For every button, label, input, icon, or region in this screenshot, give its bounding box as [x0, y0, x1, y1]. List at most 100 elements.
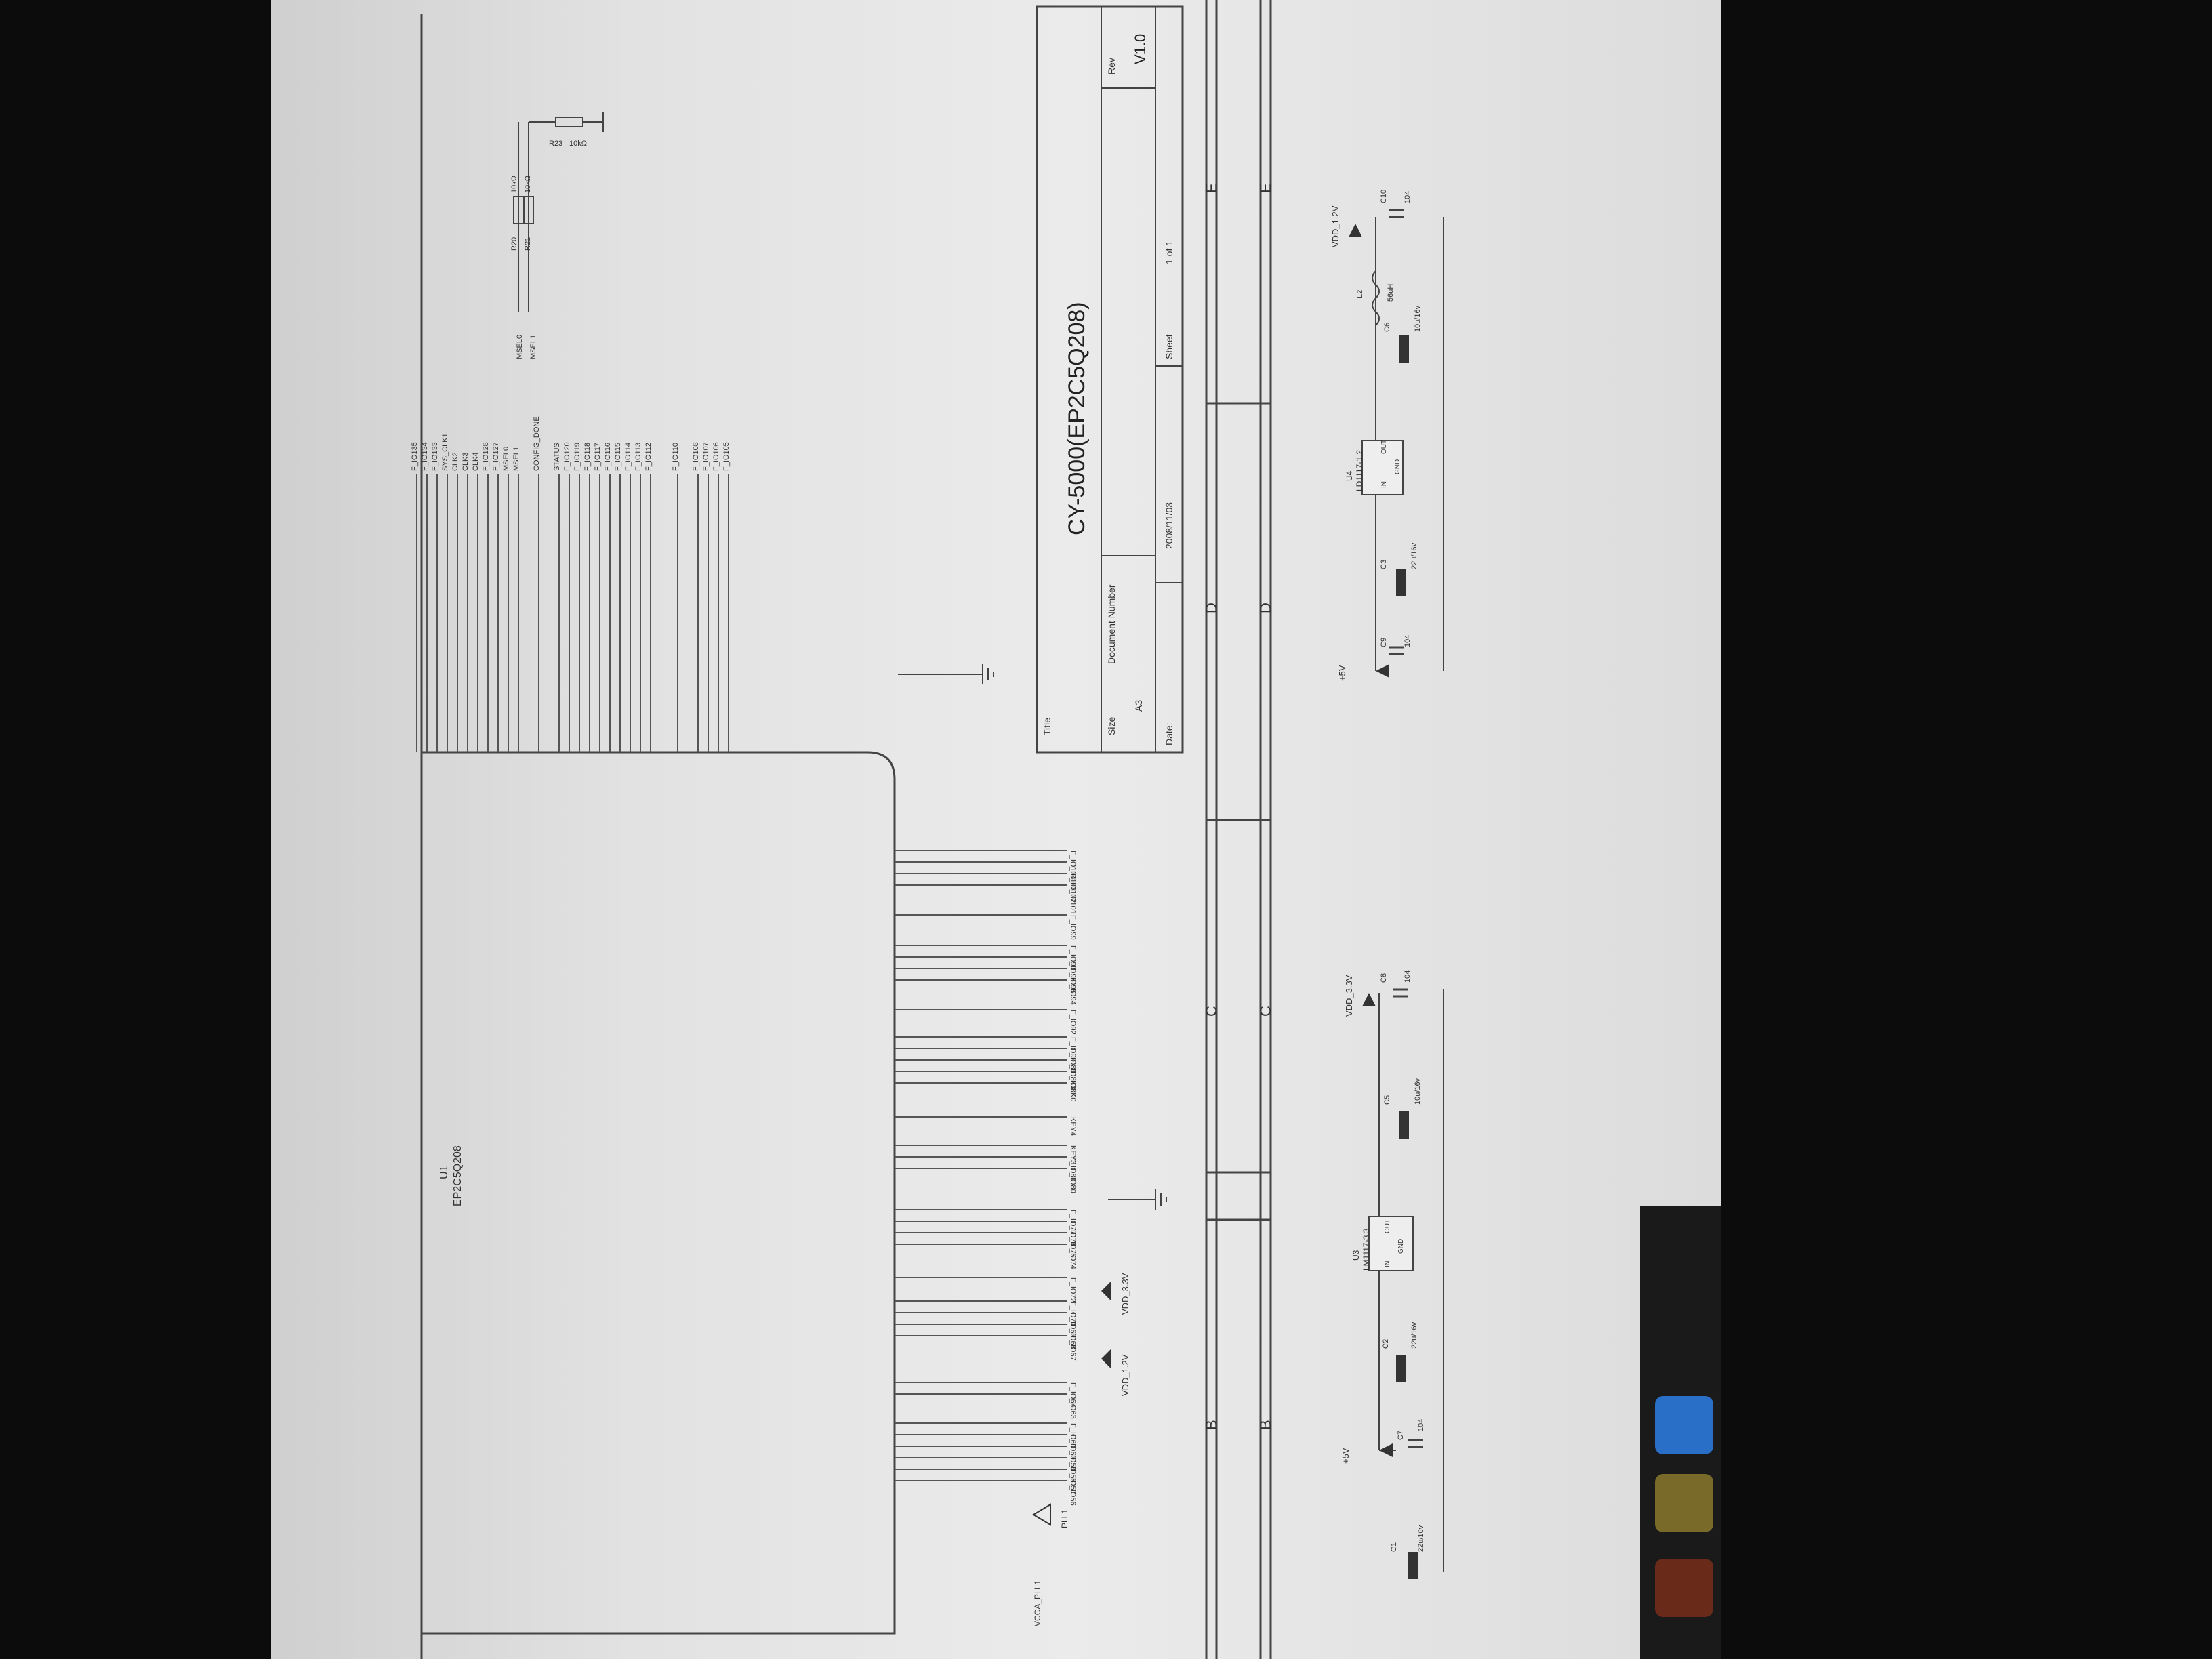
date-value: 2008/11/03 — [1164, 502, 1174, 549]
ground-symbol — [898, 664, 994, 684]
capacitor-c3: C3 22u/16v — [1380, 542, 1418, 596]
vdd33-arrow — [1362, 993, 1376, 1006]
net-label: F_IO119 — [573, 443, 581, 471]
schematic-canvas: B B C C D D E E Title CY-5000(EP2C5Q208)… — [411, 0, 1444, 1659]
inductor-ref: L2 — [1356, 290, 1364, 298]
net-label: SYS_CLK1 — [441, 433, 449, 471]
vdd12-arrow — [1349, 224, 1362, 237]
bottom-pin-bus — [895, 850, 1067, 1481]
resistor-ref: R23 — [549, 140, 562, 148]
cap-value: 22u/16v — [1410, 1322, 1418, 1349]
net-label: F_IO97 — [1069, 945, 1077, 970]
zone-letter: D — [1203, 602, 1220, 613]
taskbar-app-icon[interactable] — [1655, 1396, 1713, 1454]
plus5v-label: +5V — [1337, 665, 1347, 681]
net-label: CONFIG_DONE — [533, 416, 541, 471]
u4-gnd-pin: GND — [1394, 459, 1401, 474]
u4-ref: U4 — [1345, 470, 1354, 481]
date-label: Date: — [1164, 723, 1174, 745]
u3-in-pin: IN — [1384, 1261, 1391, 1267]
net-label: F_IO102 — [1069, 874, 1077, 903]
net-label: F_IO80 — [1069, 1168, 1077, 1193]
u4-out-pin: OUT — [1380, 440, 1388, 454]
cap-value: 22u/16v — [1410, 542, 1418, 569]
net-label: CLK3 — [462, 452, 470, 471]
cap-value: 104 — [1404, 970, 1412, 983]
zone-letter: D — [1257, 602, 1274, 613]
capacitor-c7: C7 104 — [1397, 1419, 1425, 1448]
net-label: MSEL0 — [502, 447, 510, 471]
cap-value: 104 — [1404, 191, 1412, 203]
net-label: STATUS — [553, 443, 561, 471]
net-label: F_IO99 — [1069, 915, 1077, 940]
net-label: F_IO90 — [1069, 1037, 1077, 1062]
inductor-value: 56uH — [1387, 284, 1395, 302]
resistor-value: 10kΩ — [569, 140, 587, 148]
u3-gnd-pin: GND — [1397, 1239, 1405, 1254]
net-label: F_IO88 — [1069, 1060, 1077, 1085]
net-label: F_IO120 — [563, 442, 571, 471]
cap-value: 22u/16v — [1417, 1525, 1425, 1552]
net-label: F_IO106 — [712, 442, 720, 471]
cap-ref: C9 — [1380, 638, 1388, 647]
size-label: Size — [1106, 717, 1117, 735]
net-label: CLK4 — [472, 452, 480, 471]
title-value: CY-5000(EP2C5Q208) — [1064, 302, 1090, 535]
document-number-label: Document Number — [1106, 584, 1117, 664]
bottom-net-labels: F_IO104 F_IO103 F_IO102 F_IO101 F_IO99 F… — [1069, 851, 1077, 1506]
net-label: F_IO95 — [1069, 968, 1077, 994]
sheet-value: 1 of 1 — [1164, 241, 1174, 264]
sheet-frame — [420, 0, 1272, 1659]
monitor-screen: B B C C D D E E Title CY-5000(EP2C5Q208)… — [271, 0, 1721, 1659]
msel-resistors — [513, 112, 604, 312]
net-label: F_IO64 — [1069, 1382, 1077, 1408]
regulator-u3-circuit — [1368, 989, 1444, 1572]
cap-ref: C7 — [1397, 1431, 1405, 1440]
cap-value: 10u/16v — [1414, 1078, 1422, 1105]
net-label: F_IO112 — [644, 443, 653, 471]
plus5v-arrow — [1379, 1443, 1393, 1457]
pll-triangle: PLL1 VCCA_PLL1 — [1032, 1503, 1069, 1626]
cap-value: 10u/16v — [1414, 305, 1422, 332]
net-label: KEY4 — [1069, 1117, 1077, 1136]
cap-ref: C10 — [1380, 190, 1388, 203]
top-net-labels: F_IO135 F_IO134 F_IO133 SYS_CLK1 CLK2 CL… — [411, 416, 571, 471]
zone-letter: E — [1257, 183, 1274, 193]
zone-letter: B — [1257, 1420, 1274, 1430]
net-label: F_IO87 — [1069, 1071, 1077, 1097]
cap-ref: C3 — [1380, 560, 1388, 569]
net-label: F_IO134 — [421, 442, 429, 471]
net-label: F_IO135 — [411, 442, 419, 471]
cap-ref: C8 — [1380, 973, 1388, 983]
net-label: F_IO63 — [1069, 1394, 1077, 1419]
net-label: F_IO114 — [624, 443, 632, 471]
net-label: F_IO61 — [1069, 1423, 1077, 1448]
size-value: A3 — [1133, 700, 1144, 712]
taskbar-app-icon[interactable] — [1655, 1474, 1713, 1532]
net-label: F_IO92 — [1069, 1010, 1077, 1035]
zone-letter: B — [1203, 1420, 1220, 1430]
vdd12-label: VDD_1.2V — [1330, 205, 1340, 247]
pll-label: PLL1 — [1060, 1509, 1069, 1528]
net-label: F_IO96 — [1069, 957, 1077, 982]
msel-net-label: MSEL1 — [529, 335, 537, 359]
net-label: F_IO104 — [1069, 851, 1077, 880]
net-label: F_IO117 — [594, 443, 602, 471]
regulator-u4-circuit — [1361, 217, 1444, 671]
capacitor-c6: C6 10u/16v — [1383, 305, 1422, 363]
net-label: F_IO75 — [1069, 1233, 1077, 1258]
plus5v-arrow — [1376, 664, 1389, 678]
net-label: F_IO110 — [672, 443, 680, 471]
net-label: CLK2 — [451, 452, 459, 471]
net-label: F_IO57 — [1069, 1469, 1077, 1494]
top-pin-bus — [416, 474, 570, 752]
right-net-labels: F_IO119 F_IO118 F_IO117 F_IO116 F_IO115 … — [573, 442, 731, 471]
taskbar-app-icon[interactable] — [1655, 1559, 1713, 1617]
sheet-label: Sheet — [1164, 334, 1174, 359]
fpga-ref: U1 — [438, 1165, 450, 1179]
resistor-value: 10kΩ — [524, 176, 532, 193]
msel-net-label: MSEL0 — [516, 335, 524, 359]
capacitor-c10: C10 104 — [1380, 190, 1412, 218]
cap-ref: C6 — [1383, 323, 1391, 332]
net-label: F_IO101 — [1069, 885, 1077, 914]
